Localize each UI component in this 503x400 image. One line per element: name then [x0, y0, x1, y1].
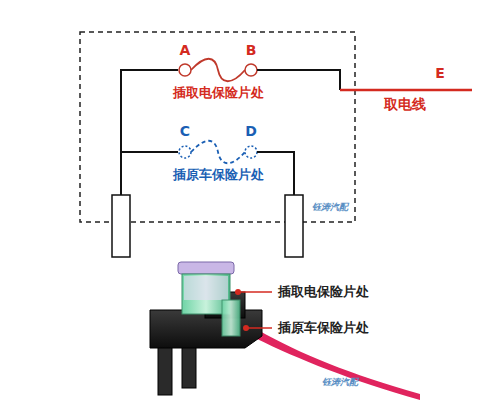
watermark: 钰涛汽配 [312, 203, 348, 213]
fuse-label: 插取电保险片处 [173, 86, 264, 100]
fuse-terminal [179, 146, 191, 158]
blade-terminal [285, 195, 303, 257]
terminal-letter: A [180, 43, 191, 58]
wire [121, 70, 178, 195]
fuse-symbol [191, 59, 245, 82]
fuse-label: 插原车保险片处 [173, 168, 264, 182]
power-wire [340, 89, 472, 92]
watermark: 钰涛汽配 [322, 378, 358, 388]
fuse-terminal [179, 64, 191, 76]
wire [121, 151, 178, 153]
terminal-letter: D [245, 124, 257, 139]
leader-line [238, 291, 272, 293]
terminal-letter: E [435, 66, 445, 81]
photo-callout: 插取电保险片处 [276, 285, 371, 299]
wire-label: 取电线 [384, 97, 426, 112]
fuse-terminal [245, 64, 257, 76]
fuse-terminal [245, 146, 257, 158]
blade-terminal [112, 195, 130, 257]
wire [257, 70, 340, 90]
red-wire [255, 330, 420, 400]
photo-callout: 插原车保险片处 [276, 321, 371, 335]
leader-line [246, 327, 272, 329]
fuse-lower [222, 300, 240, 336]
terminal-letter: C [180, 124, 190, 139]
fuse-cap [178, 262, 234, 274]
fuse-symbol [191, 141, 245, 164]
terminal-letter: B [246, 43, 257, 58]
dashed-housing [80, 32, 355, 222]
fuse-window [184, 276, 228, 300]
